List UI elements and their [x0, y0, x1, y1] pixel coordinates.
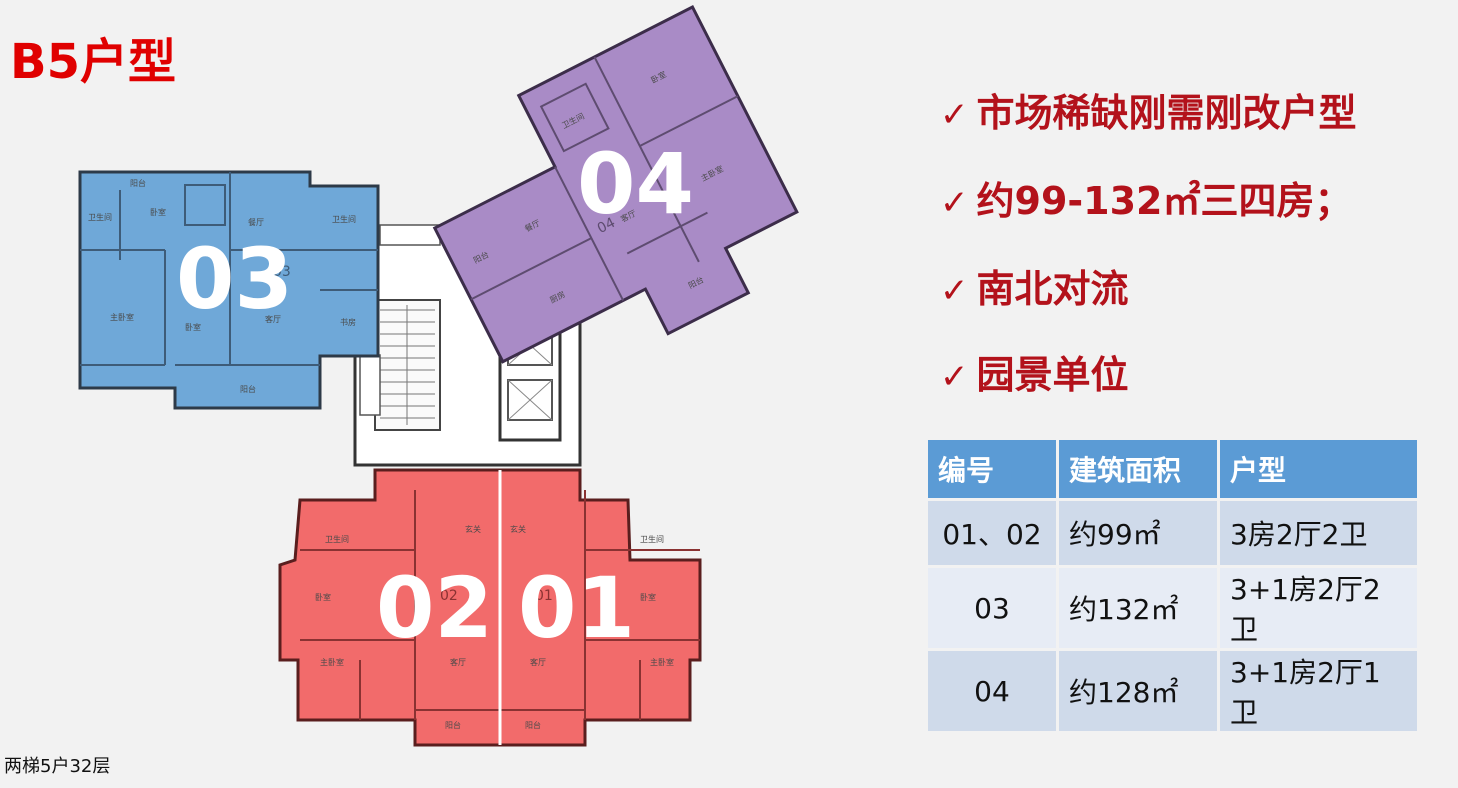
table-header-row: 编号 建筑面积 户型	[928, 440, 1417, 498]
cell-number: 03	[928, 568, 1056, 648]
feature-label: 南北对流	[976, 267, 1129, 311]
svg-text:餐厅: 餐厅	[248, 218, 264, 227]
svg-text:主卧室: 主卧室	[320, 657, 344, 667]
cell-layout: 3+1房2厅2卫	[1220, 568, 1417, 648]
svg-text:阳台: 阳台	[240, 384, 256, 394]
cell-area: 约132㎡	[1059, 568, 1217, 648]
unit-03-small-label: 03	[273, 264, 291, 280]
feature-item: ✓市场稀缺刚需刚改户型	[940, 82, 1357, 137]
unit-table: 编号 建筑面积 户型 01、02 约99㎡ 3房2厅2卫 03 约132㎡ 3+…	[925, 437, 1420, 734]
svg-text:客厅: 客厅	[530, 657, 546, 667]
svg-text:卫生间: 卫生间	[325, 534, 349, 544]
svg-text:卫生间: 卫生间	[88, 212, 112, 222]
unit-03-number: 03	[176, 230, 293, 328]
floor-note: 两梯5户32层	[4, 756, 111, 777]
header-layout: 户型	[1220, 440, 1417, 498]
feature-item: ✓约99-132㎡三四房；	[940, 170, 1352, 225]
table-row: 03 约132㎡ 3+1房2厅2卫	[928, 568, 1417, 648]
cell-area: 约99㎡	[1059, 501, 1217, 565]
svg-text:主卧室: 主卧室	[650, 657, 674, 667]
cell-number: 04	[928, 651, 1056, 731]
svg-text:卫生间: 卫生间	[640, 534, 664, 544]
check-icon: ✓	[940, 183, 969, 223]
cell-layout: 3房2厅2卫	[1220, 501, 1417, 565]
unit-02-small-label: 02	[440, 588, 458, 604]
check-icon: ✓	[940, 271, 969, 311]
unit-03: 阳台卫生间卧室 餐厅卫生间主卧室 卧室客厅书房 阳台 03 03	[78, 170, 380, 410]
cell-area: 约128㎡	[1059, 651, 1217, 731]
table-row: 01、02 约99㎡ 3房2厅2卫	[928, 501, 1417, 565]
svg-text:卧室: 卧室	[185, 322, 201, 332]
feature-label: 市场稀缺刚需刚改户型	[976, 91, 1357, 135]
floor-plan: 阳台卫生间卧室 餐厅卫生间主卧室 卧室客厅书房 阳台 03 03 阳台餐厅卫生间…	[78, 4, 799, 747]
unit-01-small-label: 01	[535, 588, 553, 604]
cell-layout: 3+1房2厅1卫	[1220, 651, 1417, 731]
svg-text:卫生间: 卫生间	[332, 214, 356, 224]
unit-02-number: 02	[376, 559, 493, 657]
svg-text:卧室: 卧室	[640, 592, 656, 602]
svg-text:阳台: 阳台	[445, 720, 461, 730]
svg-text:客厅: 客厅	[450, 657, 466, 667]
feature-label: 约99-132㎡三四房；	[976, 179, 1353, 223]
unit-01-number: 01	[518, 559, 635, 657]
svg-text:卧室: 卧室	[315, 592, 331, 602]
svg-text:卧室: 卧室	[150, 207, 166, 217]
svg-text:阳台: 阳台	[130, 178, 146, 188]
svg-text:阳台: 阳台	[525, 720, 541, 730]
svg-text:书房: 书房	[340, 317, 356, 327]
svg-text:客厅: 客厅	[265, 314, 281, 324]
svg-text:玄关: 玄关	[465, 524, 481, 534]
unit-04-number: 04	[577, 135, 694, 233]
check-icon: ✓	[940, 357, 969, 397]
table-row: 04 约128㎡ 3+1房2厅1卫	[928, 651, 1417, 731]
svg-text:玄关: 玄关	[510, 524, 526, 534]
feature-item: ✓园景单位	[940, 344, 1129, 399]
unit-04-small-label: 04	[595, 215, 618, 237]
svg-text:主卧室: 主卧室	[110, 312, 134, 322]
feature-item: ✓南北对流	[940, 258, 1129, 313]
feature-label: 园景单位	[976, 353, 1129, 397]
header-number: 编号	[928, 440, 1056, 498]
check-icon: ✓	[940, 95, 969, 135]
page-title: B5户型	[10, 34, 176, 90]
cell-number: 01、02	[928, 501, 1056, 565]
header-area: 建筑面积	[1059, 440, 1217, 498]
